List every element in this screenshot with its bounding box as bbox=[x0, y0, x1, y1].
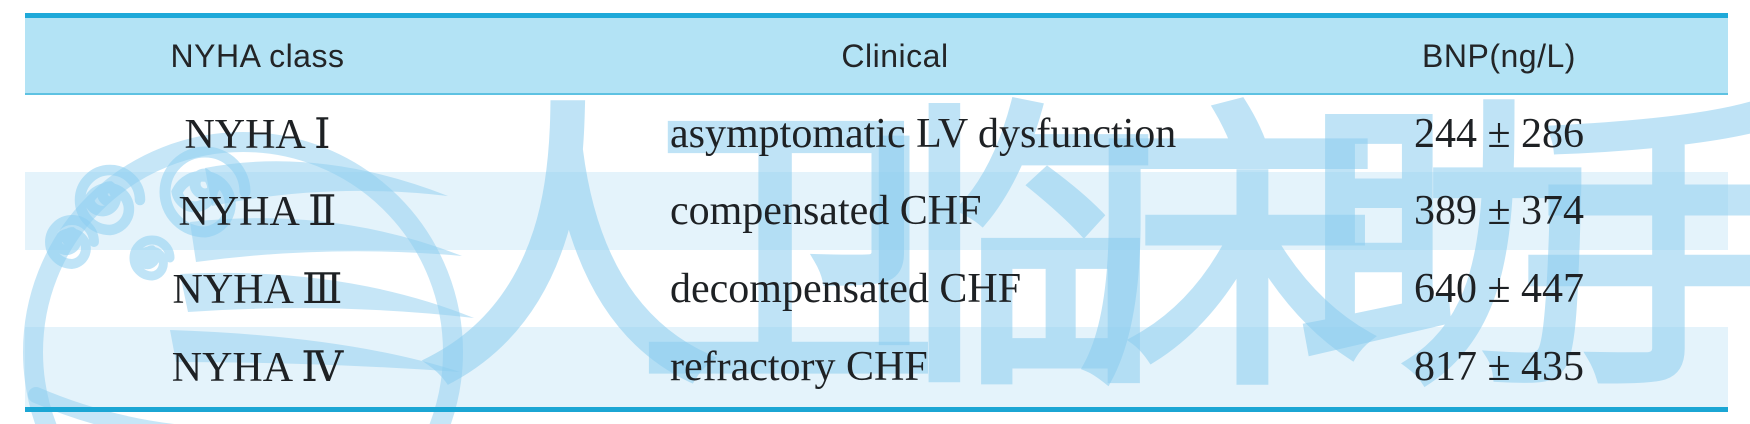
cell-bnp: 640 ± 447 bbox=[1413, 265, 1585, 312]
cell-nyha-class: NYHA Ⅲ bbox=[172, 266, 343, 313]
cell-clinical: compensated CHF bbox=[670, 188, 982, 234]
cell-clinical: decompensated CHF bbox=[670, 265, 1022, 312]
cell-bnp: 389 ± 374 bbox=[1413, 188, 1585, 234]
table-top-rule bbox=[25, 13, 1728, 18]
cell-clinical: refractory CHF bbox=[670, 344, 928, 390]
column-header-nyha-class: NYHA class bbox=[170, 38, 345, 74]
table-grid: NYHA class Clinical BNP(ng/L) NYHA Ⅰ asy… bbox=[25, 13, 1728, 412]
data-table: NYHA class Clinical BNP(ng/L) NYHA Ⅰ asy… bbox=[25, 13, 1728, 412]
cell-nyha-class: NYHA Ⅳ bbox=[171, 345, 344, 391]
cell-clinical: asymptomatic LV dysfunction bbox=[670, 110, 1177, 157]
cell-nyha-class: NYHA Ⅱ bbox=[178, 189, 337, 235]
cell-nyha-class: NYHA Ⅰ bbox=[184, 111, 331, 158]
column-header-bnp: BNP(ng/L) bbox=[1422, 38, 1576, 74]
cell-bnp: 817 ± 435 bbox=[1413, 344, 1585, 390]
table-bottom-rule bbox=[25, 407, 1728, 412]
column-header-clinical: Clinical bbox=[841, 38, 949, 74]
header-band bbox=[25, 18, 1728, 95]
cell-bnp: 244 ± 286 bbox=[1413, 110, 1585, 157]
